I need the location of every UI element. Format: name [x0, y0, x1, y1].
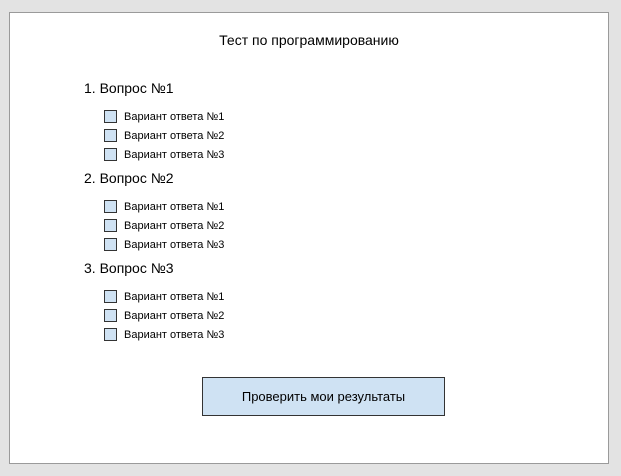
answer-option-2[interactable]: Вариант ответа №2 [104, 216, 504, 235]
answer-options: Вариант ответа №1 Вариант ответа №2 Вари… [84, 287, 504, 344]
question-title: 1. Вопрос №1 [84, 80, 174, 96]
checkbox[interactable] [104, 328, 117, 341]
answer-option-3[interactable]: Вариант ответа №3 [104, 145, 504, 164]
option-label: Вариант ответа №2 [124, 129, 225, 142]
question-title: 2. Вопрос №2 [84, 170, 174, 186]
answer-option-1[interactable]: Вариант ответа №1 [104, 287, 504, 306]
answer-option-1[interactable]: Вариант ответа №1 [104, 107, 504, 126]
question-title: 3. Вопрос №3 [84, 260, 174, 276]
option-label: Вариант ответа №3 [124, 148, 225, 161]
question-3: 3. Вопрос №3 Вариант ответа №1 Вариант о… [84, 259, 504, 344]
quiz-window: Тест по программированию 1. Вопрос №1 Ва… [9, 12, 609, 464]
checkbox[interactable] [104, 110, 117, 123]
checkbox[interactable] [104, 219, 117, 232]
checkbox[interactable] [104, 238, 117, 251]
answer-options: Вариант ответа №1 Вариант ответа №2 Вари… [84, 107, 504, 164]
checkbox[interactable] [104, 309, 117, 322]
checkbox[interactable] [104, 200, 117, 213]
checkbox[interactable] [104, 129, 117, 142]
answer-option-3[interactable]: Вариант ответа №3 [104, 235, 504, 254]
question-1: 1. Вопрос №1 Вариант ответа №1 Вариант о… [84, 79, 504, 164]
question-2: 2. Вопрос №2 Вариант ответа №1 Вариант о… [84, 169, 504, 254]
option-label: Вариант ответа №1 [124, 110, 225, 123]
option-label: Вариант ответа №2 [124, 309, 225, 322]
answer-option-1[interactable]: Вариант ответа №1 [104, 197, 504, 216]
checkbox[interactable] [104, 290, 117, 303]
answer-options: Вариант ответа №1 Вариант ответа №2 Вари… [84, 197, 504, 254]
option-label: Вариант ответа №3 [124, 238, 225, 251]
answer-option-2[interactable]: Вариант ответа №2 [104, 306, 504, 325]
check-results-button[interactable]: Проверить мои результаты [202, 377, 445, 416]
answer-option-3[interactable]: Вариант ответа №3 [104, 325, 504, 344]
option-label: Вариант ответа №3 [124, 328, 225, 341]
option-label: Вариант ответа №1 [124, 290, 225, 303]
answer-option-2[interactable]: Вариант ответа №2 [104, 126, 504, 145]
option-label: Вариант ответа №2 [124, 219, 225, 232]
checkbox[interactable] [104, 148, 117, 161]
page-title: Тест по программированию [219, 32, 399, 48]
option-label: Вариант ответа №1 [124, 200, 225, 213]
